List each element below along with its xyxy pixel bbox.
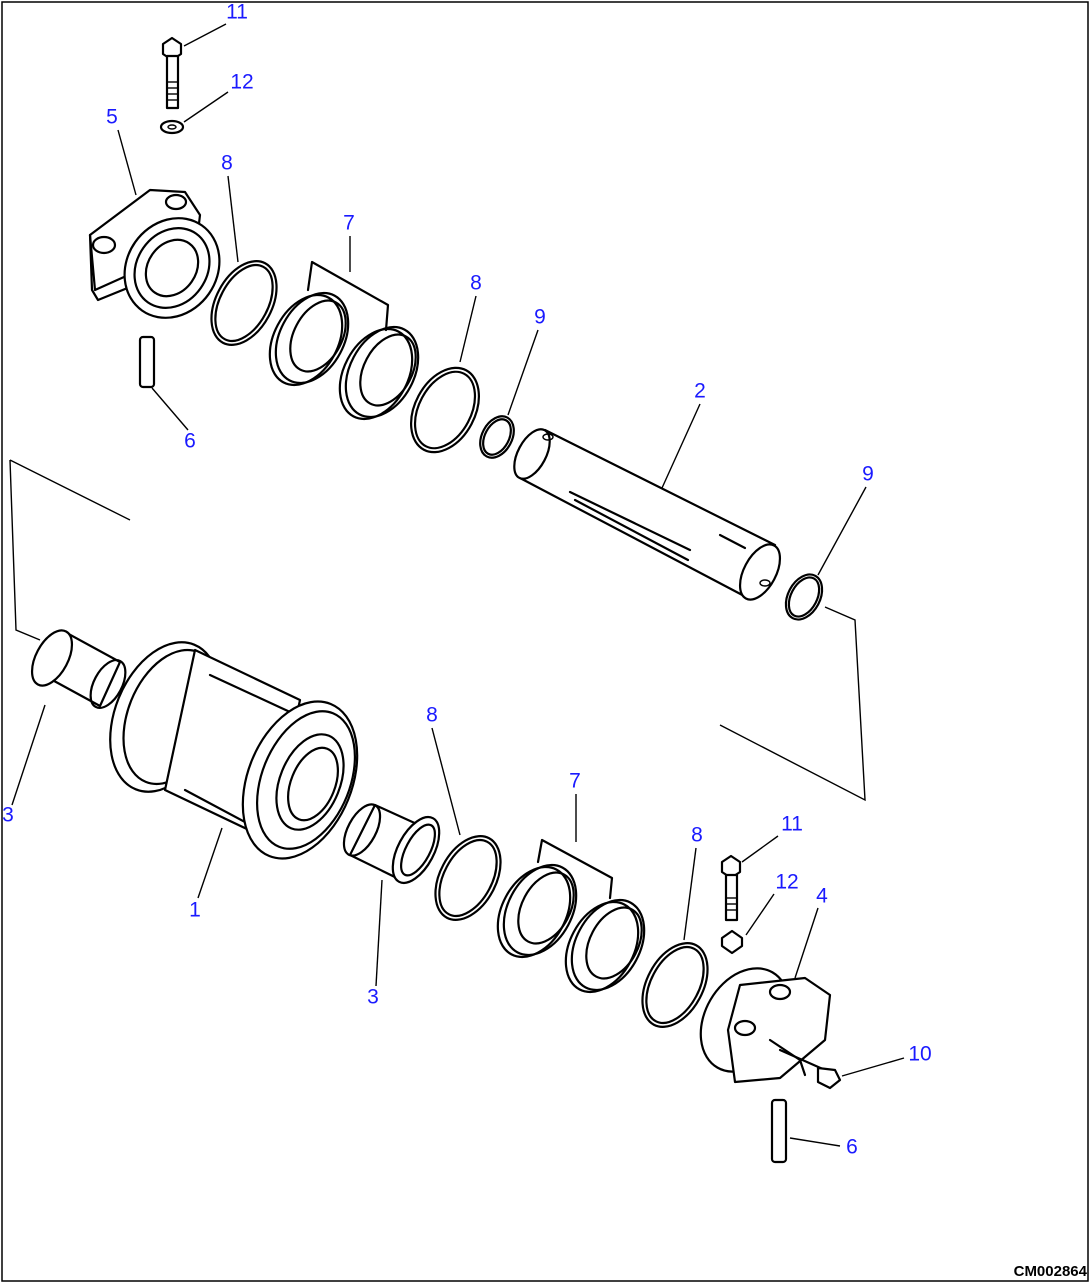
part-7-bracket-lower: [536, 838, 614, 900]
part-7-floating-seal-upper-a[interactable]: [255, 281, 363, 398]
callout-1: 1: [189, 899, 201, 922]
drawing-reference: CM002864: [1014, 1263, 1088, 1280]
part-7-floating-seal-lower-a[interactable]: [483, 853, 591, 970]
part-11-bolt-lower[interactable]: [720, 854, 742, 922]
callout-12-lower: 12: [775, 871, 798, 894]
part-12-washer-lower[interactable]: [720, 929, 744, 955]
part-8-oring-4[interactable]: [629, 932, 721, 1038]
callout-11-top: 11: [226, 1, 248, 24]
callout-2: 2: [694, 380, 706, 403]
part-7-bracket-upper: [306, 260, 390, 332]
part-7-floating-seal-upper-b[interactable]: [325, 315, 433, 432]
part-9-ring-right[interactable]: [779, 568, 830, 625]
part-10-fitting[interactable]: [816, 1066, 842, 1090]
part-3-bushing-left[interactable]: [24, 624, 133, 714]
part-12-washer-top[interactable]: [159, 119, 185, 135]
part-3-bushing-lower[interactable]: [336, 799, 448, 891]
callout-3-left: 3: [2, 804, 14, 827]
assembly-line-left: [9, 459, 131, 641]
callout-4: 4: [816, 885, 828, 908]
part-7-floating-seal-lower-b[interactable]: [551, 888, 659, 1005]
part-1-roller[interactable]: [89, 626, 379, 876]
part-6-pin-lower[interactable]: [770, 1098, 788, 1164]
callout-5: 5: [106, 106, 118, 129]
callout-9-upper: 9: [534, 306, 546, 329]
part-8-oring-3[interactable]: [422, 825, 514, 931]
part-11-bolt-top[interactable]: [161, 36, 183, 110]
callout-7-upper: 7: [343, 212, 355, 235]
part-9-ring-upper[interactable]: [473, 411, 520, 464]
callout-6-lower: 6: [846, 1136, 858, 1159]
callout-8-a: 8: [221, 152, 233, 175]
callout-10: 10: [908, 1043, 931, 1066]
part-8-oring-2[interactable]: [397, 356, 492, 464]
callout-7-lower: 7: [569, 770, 581, 793]
callout-8-d: 8: [691, 824, 703, 847]
part-5-bracket[interactable]: [88, 188, 239, 336]
part-8-oring-1[interactable]: [198, 250, 290, 356]
leader-lines: [11, 23, 905, 1147]
part-2-shaft[interactable]: [507, 424, 788, 606]
assembly-line-right: [719, 606, 866, 802]
callout-3-lower: 3: [367, 986, 379, 1009]
callout-11-lower: 11: [781, 813, 803, 836]
part-4-bracket[interactable]: [683, 952, 832, 1087]
callout-8-c: 8: [426, 704, 438, 727]
callout-6-top: 6: [184, 430, 196, 453]
callout-9-right: 9: [862, 463, 874, 486]
callout-8-b: 8: [470, 272, 482, 295]
part-6-pin-top[interactable]: [138, 335, 156, 389]
callout-12-top: 12: [230, 71, 253, 94]
